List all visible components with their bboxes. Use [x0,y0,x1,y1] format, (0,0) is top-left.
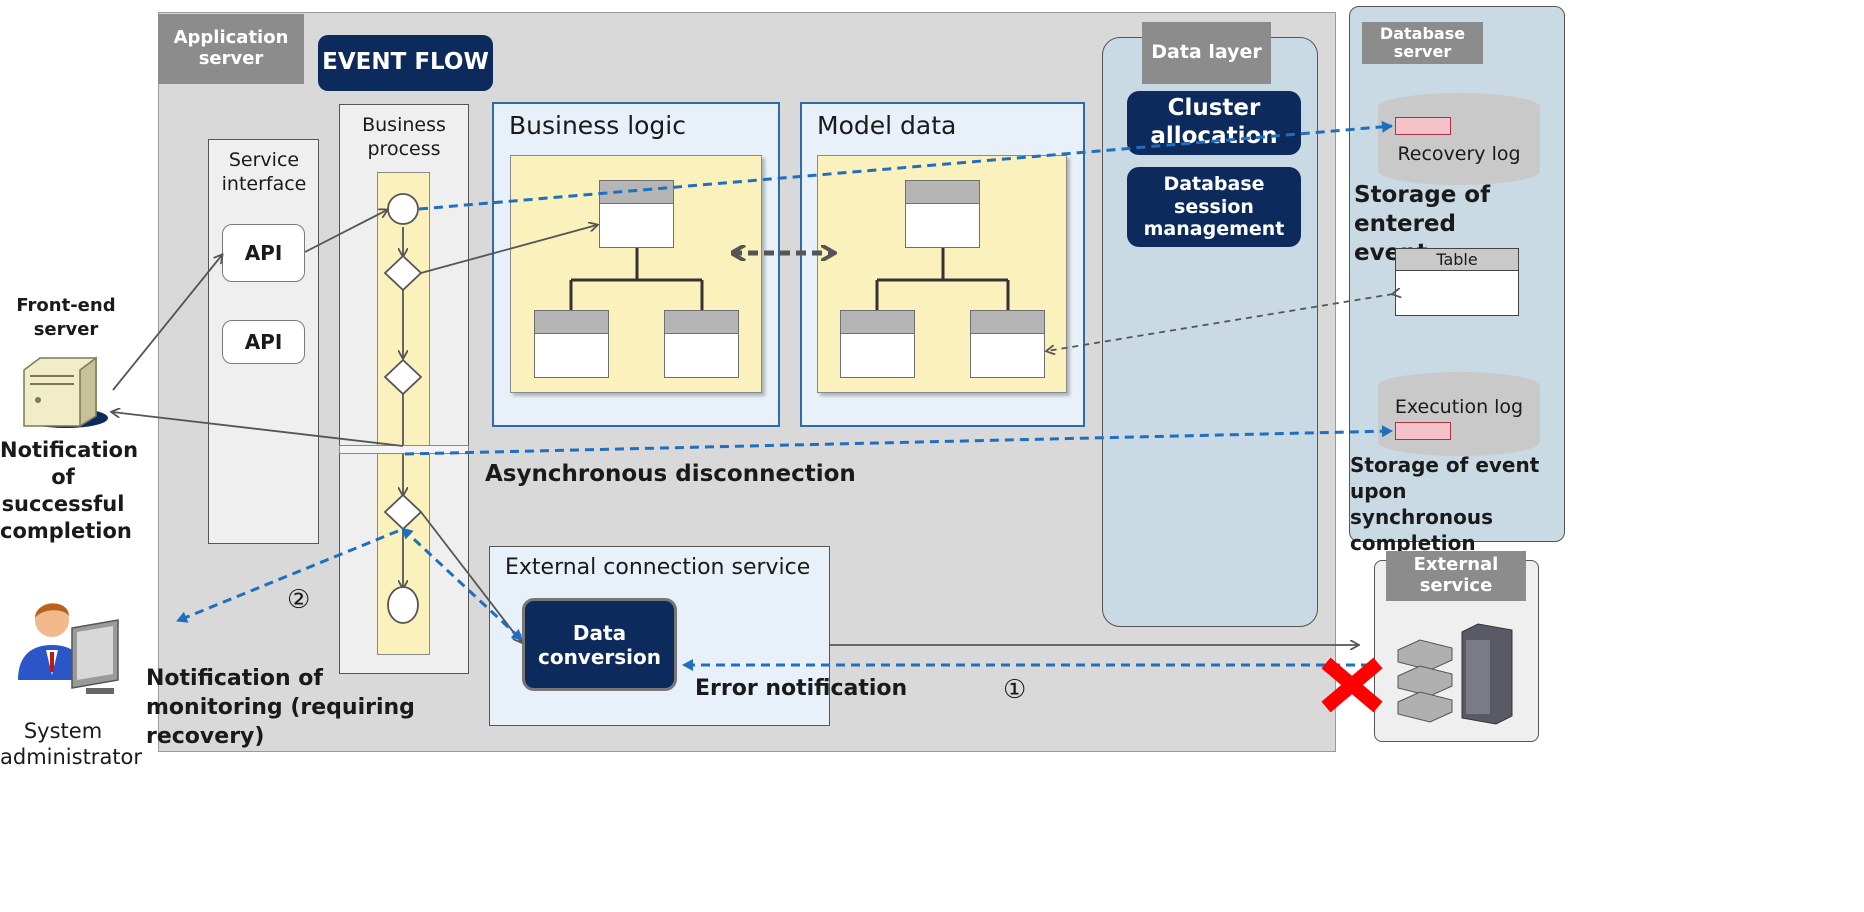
table-label: Table [1396,249,1518,271]
md-entity-left [840,310,915,378]
application-server-tab: Application server [158,14,304,84]
async-disconnect-label: Asynchronous disconnection [485,461,856,487]
md-tree-lines [875,248,1010,310]
business-process-label: Business process [362,114,446,160]
error-x-icon [1321,657,1383,713]
md-entity-root [905,180,980,248]
notification-success-label: Notification of successful completion [0,438,139,543]
marker-2: ② [287,585,311,615]
execution-log-cylinder [1378,372,1540,456]
blue-dashed-arrows [176,120,1393,671]
front-end-label: Front-end server [16,295,116,340]
bl-entity-left [534,310,609,378]
data-layer-tab: Data layer [1142,22,1271,84]
model-data-label: Model data [817,111,957,140]
execution-log-record [1395,422,1451,440]
api-box-1: API [222,224,305,282]
table-mapping-arrow [1047,294,1393,351]
external-connection-label: External connection service [505,555,811,580]
service-interface-label: Service interface [221,149,307,195]
marker-1: ① [1003,675,1027,705]
execution-log-label: Execution log [1394,396,1524,418]
decision-node-1 [383,254,423,292]
gray-arrows [112,210,1358,645]
administrator-icon [18,603,119,694]
server-icon [23,356,108,428]
storage-sync-label: Storage of event upon synchronous comple… [1350,453,1540,555]
async-bar [339,445,469,454]
business-logic-label: Business logic [509,111,686,140]
event-flow-badge: EVENT FLOW [318,35,493,91]
end-node [387,586,419,624]
bl-tree-lines [569,248,704,310]
bl-entity-right [664,310,739,378]
recovery-log-cylinder [1378,93,1540,185]
api-box-2: API [222,320,305,364]
md-entity-right [970,310,1045,378]
data-conversion-box: Data conversion [522,598,677,691]
external-servers-icon [1397,623,1513,725]
database-server-tab: Database server [1362,22,1483,64]
db-session-box: Database session management [1127,167,1301,247]
cluster-allocation-box: Cluster allocation [1127,91,1301,155]
recovery-log-record [1395,117,1451,135]
notification-monitoring-label: Notification of monitoring (requiring re… [146,666,415,749]
decision-node-2 [383,358,423,396]
recovery-log-label: Recovery log [1397,143,1521,165]
start-node [387,193,419,225]
system-admin-label: System administrator [0,719,143,769]
decision-node-3 [383,493,423,531]
external-service-tab: External service [1386,551,1526,601]
error-notification-label: Error notification [695,676,908,701]
storage-entered-label: Storage of entered event [1354,182,1491,266]
